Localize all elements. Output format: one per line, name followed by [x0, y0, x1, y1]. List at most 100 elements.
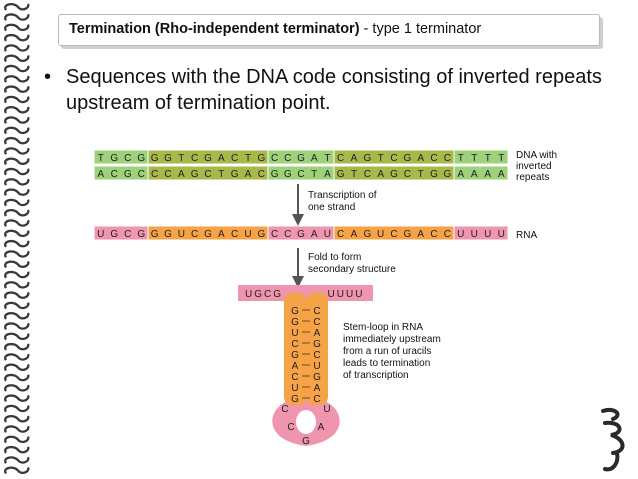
- dna-bottom-base: C: [297, 169, 304, 180]
- dna-bottom-base: C: [138, 169, 145, 180]
- dna-top-base: G: [204, 153, 212, 164]
- dna-top-segment: [453, 149, 509, 165]
- stem-right-base: A: [314, 328, 321, 339]
- dna-bottom-base: T: [311, 169, 317, 180]
- dna-bottom-base: G: [337, 169, 345, 180]
- rna-base: U: [178, 229, 185, 240]
- rna-base: U: [244, 229, 251, 240]
- stem-right-base: C: [313, 350, 320, 361]
- rna-base: C: [231, 229, 238, 240]
- dna-top-base: C: [430, 153, 437, 164]
- dna-top-base: T: [245, 153, 251, 164]
- dna-bottom-base: G: [443, 169, 451, 180]
- rna-base: G: [257, 229, 265, 240]
- note-line5: of transcription: [343, 370, 409, 381]
- dna-bottom-base: C: [404, 169, 411, 180]
- note-line3: from a run of uracils: [343, 346, 431, 357]
- stem-right-base: C: [313, 317, 320, 328]
- stem-right-base: U: [313, 361, 320, 372]
- dna-top-base: C: [191, 153, 198, 164]
- step1-line1: Transcription of: [308, 190, 377, 201]
- rna-base: C: [284, 229, 291, 240]
- dna-top-base: A: [218, 153, 225, 164]
- loop-base: C: [281, 404, 288, 415]
- dna-bottom-base: A: [97, 169, 104, 180]
- rna-base: U: [97, 229, 104, 240]
- rna-base: C: [191, 229, 198, 240]
- dna-top-base: C: [231, 153, 238, 164]
- dna-bottom-base: A: [484, 169, 491, 180]
- rna-base: A: [417, 229, 424, 240]
- dna-top-base: G: [151, 153, 159, 164]
- dna-top-base: T: [98, 153, 104, 164]
- slide-title-bold: Termination (Rho-independent terminator): [69, 21, 360, 37]
- stem-left-base: G: [291, 350, 299, 361]
- note-line1: Stem-loop in RNA: [343, 322, 423, 333]
- stem-left-end: UGCG: [245, 289, 283, 300]
- rna-segment: [453, 225, 509, 241]
- stem-right-base: C: [313, 394, 320, 405]
- rna-base: C: [337, 229, 344, 240]
- stem-right-end: UUUU: [328, 289, 365, 300]
- rna-base: U: [324, 229, 331, 240]
- dna-label-line3: repeats: [516, 172, 549, 183]
- dna-bottom-base: C: [164, 169, 171, 180]
- dna-top-base: G: [363, 153, 371, 164]
- rna-base: G: [164, 229, 172, 240]
- rna-base: C: [271, 229, 278, 240]
- stem-right-base: A: [314, 383, 321, 394]
- dna-bottom-base: G: [284, 169, 292, 180]
- dna-top-base: C: [124, 153, 131, 164]
- rna-base: A: [218, 229, 225, 240]
- dna-bottom-base: T: [351, 169, 357, 180]
- dna-top-base: G: [403, 153, 411, 164]
- step2-line1: Fold to form: [308, 252, 361, 263]
- rna-base: G: [403, 229, 411, 240]
- dna-top-base: C: [271, 153, 278, 164]
- dna-bottom-base: C: [258, 169, 265, 180]
- dna-bottom-base: A: [457, 169, 464, 180]
- dna-bottom-base: A: [245, 169, 252, 180]
- dna-bottom-base: A: [178, 169, 185, 180]
- rna-base: G: [297, 229, 305, 240]
- rna-base: U: [484, 229, 491, 240]
- dna-top-base: G: [297, 153, 305, 164]
- dna-top-base: C: [444, 153, 451, 164]
- rna-base: U: [377, 229, 384, 240]
- note-line4: leads to termination: [343, 358, 430, 369]
- step1-line2: one strand: [308, 202, 355, 213]
- stem-left-base: G: [291, 306, 299, 317]
- dna-bottom-base: A: [471, 169, 478, 180]
- loop-base: C: [287, 422, 294, 433]
- rna-base: G: [151, 229, 159, 240]
- dna-bottom-base: G: [124, 169, 132, 180]
- dna-top-base: C: [284, 153, 291, 164]
- rna-base: G: [110, 229, 118, 240]
- loop-base: U: [323, 404, 330, 415]
- rna-base: G: [363, 229, 371, 240]
- dna-bottom-base: G: [231, 169, 239, 180]
- rna-base: A: [311, 229, 318, 240]
- dna-bottom-base: C: [364, 169, 371, 180]
- stem-right-base: G: [313, 339, 321, 350]
- dna-bottom-base: A: [324, 169, 331, 180]
- dna-top-base: T: [471, 153, 477, 164]
- dna-top-base: A: [351, 153, 358, 164]
- stem-left-half: [284, 293, 306, 405]
- stem-left-base: U: [291, 328, 298, 339]
- stem-left-base: C: [291, 339, 298, 350]
- rna-base: G: [204, 229, 212, 240]
- stem-left-base: U: [291, 383, 298, 394]
- step2-line2: secondary structure: [308, 264, 396, 275]
- stem-right-base: G: [313, 372, 321, 383]
- dna-bottom-base: A: [498, 169, 505, 180]
- dna-label-line2: inverted: [516, 161, 552, 172]
- note-line2: immediately upstream: [343, 334, 441, 345]
- loop-base: A: [318, 422, 325, 433]
- loop-hole: [296, 410, 316, 434]
